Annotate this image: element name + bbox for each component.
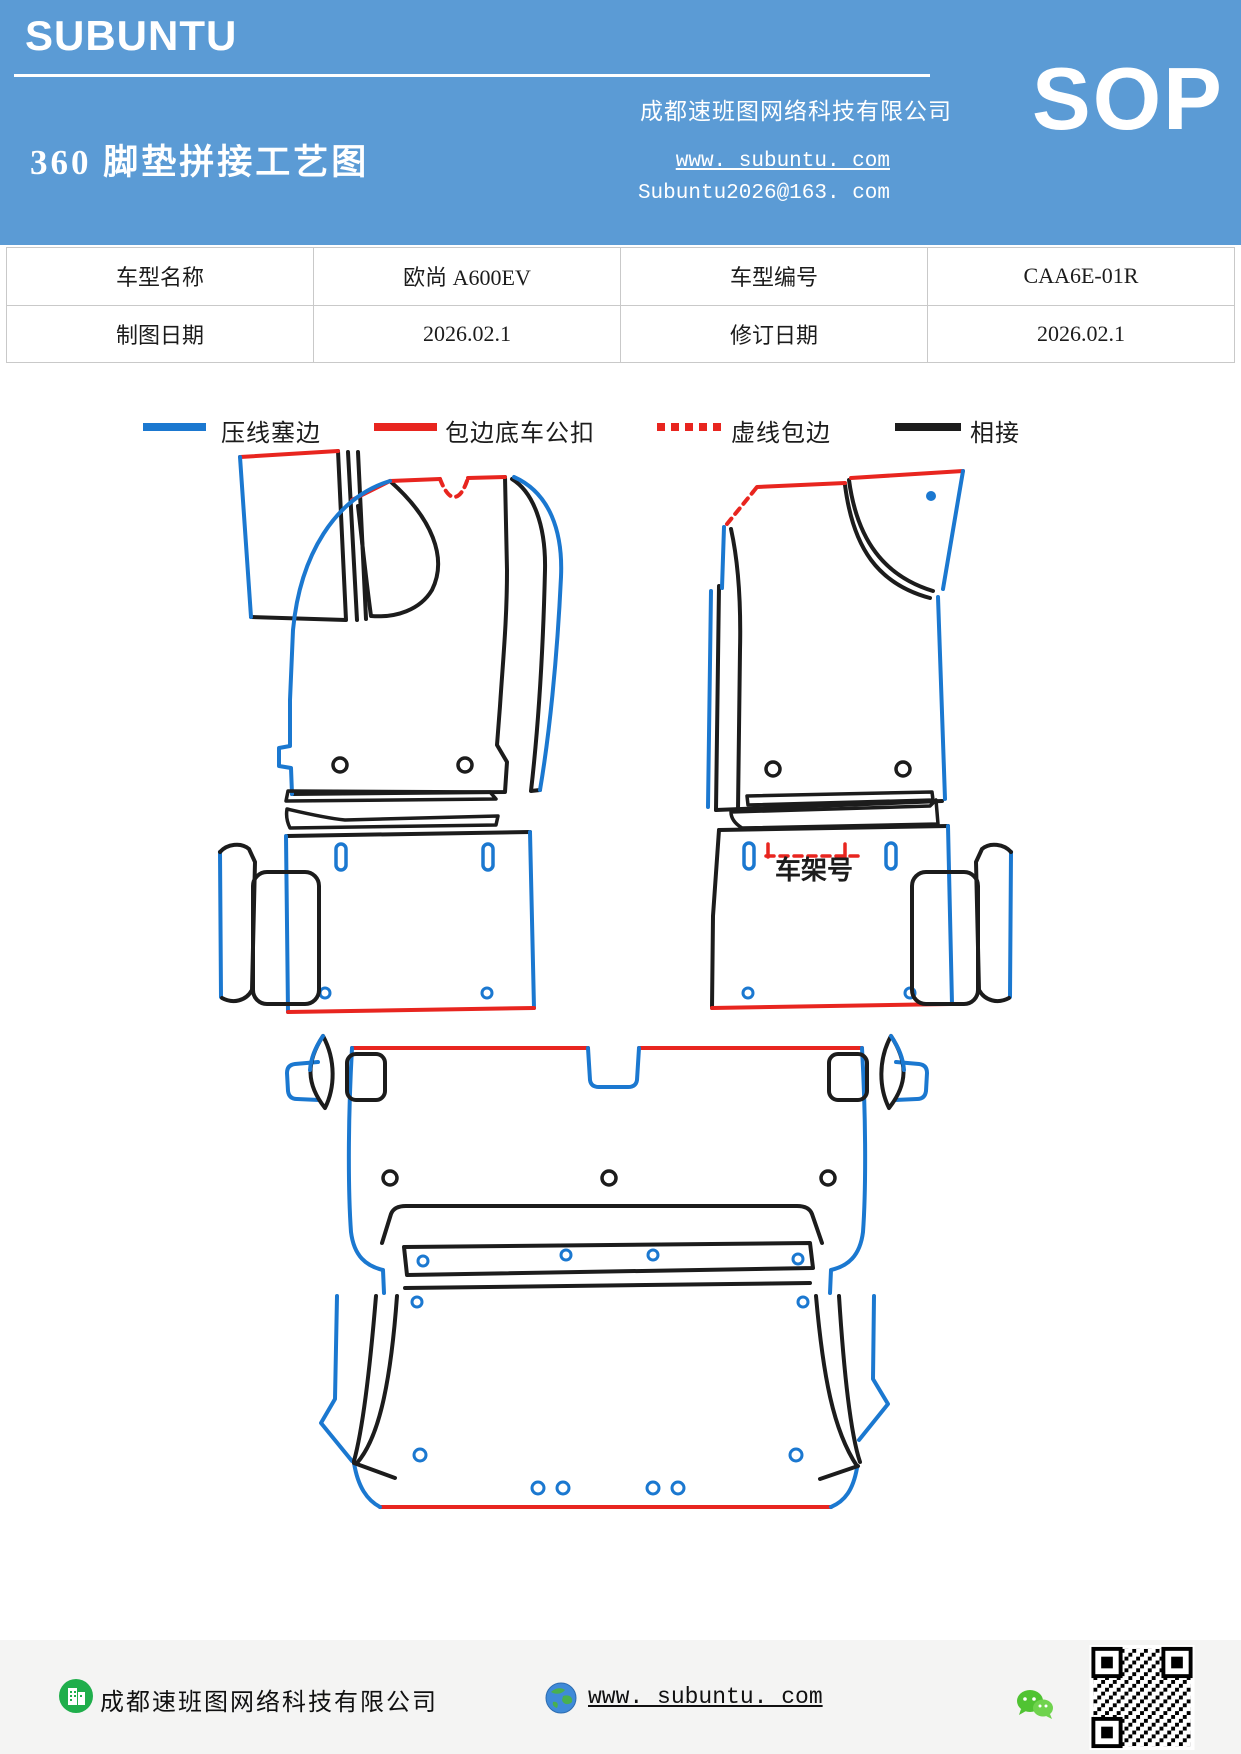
trunk-right-lower-flap xyxy=(814,1294,890,1481)
front-right-strip-pieces xyxy=(729,790,940,830)
revise-date-label: 修订日期 xyxy=(620,304,928,363)
legend-label: 虚线包边 xyxy=(731,421,831,447)
legend-label: 包边底车公扣 xyxy=(445,421,595,447)
rear-left-mat-outline xyxy=(284,830,536,1014)
draw-date-label: 制图日期 xyxy=(6,304,314,363)
vin-window-label: 车架号 xyxy=(775,855,853,885)
building-icon xyxy=(59,1679,93,1713)
footer-website-link[interactable]: www. subuntu. com xyxy=(588,1684,823,1710)
wechat-icon xyxy=(1017,1690,1053,1719)
footer-company-name: 成都速班图网络科技有限公司 xyxy=(100,1690,438,1716)
line-type-legend: 压线塞边 包边底车公扣 虚线包边 相接 xyxy=(0,405,1241,450)
table-row: 制图日期 2026.02.1 修订日期 2026.02.1 xyxy=(6,304,1235,363)
sop-label: SOP xyxy=(1032,49,1224,148)
qr-code xyxy=(1089,1645,1195,1750)
header-divider xyxy=(14,74,930,77)
rear-left-side-flaps xyxy=(218,842,321,1006)
legend-blue-line-swatch xyxy=(143,423,206,431)
legend-red-line-swatch xyxy=(374,423,437,431)
table-row: 车型名称 欧尚 A600EV 车型编号 CAA6E-01R xyxy=(6,247,1235,306)
header-email: Subuntu2026@163. com xyxy=(637,182,890,205)
draw-date-value: 2026.02.1 xyxy=(313,304,621,363)
header-band: SUBUNTU 360 脚垫拼接工艺图 成都速班图网络科技有限公司 www. s… xyxy=(0,0,1241,245)
trunk-left-lower-flap xyxy=(319,1294,399,1480)
front-right-mat-outline xyxy=(706,469,965,812)
trunk-right-wing-pieces xyxy=(827,1034,929,1110)
front-left-strip-pieces xyxy=(284,789,500,830)
model-name-value: 欧尚 A600EV xyxy=(313,247,621,306)
front-left-mat-outline xyxy=(238,449,564,796)
rear-right-side-flaps xyxy=(910,842,1013,1006)
model-code-value: CAA6E-01R xyxy=(927,247,1235,306)
model-code-label: 车型编号 xyxy=(620,247,928,306)
legend-black-line-swatch xyxy=(895,423,961,431)
globe-icon xyxy=(545,1682,577,1714)
vehicle-info-table: 车型名称 欧尚 A600EV 车型编号 CAA6E-01R 制图日期 2026.… xyxy=(6,247,1235,363)
trunk-mat-outline xyxy=(346,1046,868,1509)
revise-date-value: 2026.02.1 xyxy=(927,304,1235,363)
footer-band: 成都速班图网络科技有限公司 www. subuntu. com xyxy=(0,1640,1241,1754)
page-title: 360 脚垫拼接工艺图 xyxy=(30,143,370,182)
brand-logo: SUBUNTU xyxy=(25,12,238,59)
legend-label: 压线塞边 xyxy=(221,421,321,447)
header-website-link[interactable]: www. subuntu. com xyxy=(675,150,890,173)
trunk-left-wing-pieces xyxy=(285,1034,387,1110)
legend-red-dashed-swatch xyxy=(657,423,723,431)
legend-label: 相接 xyxy=(970,421,1020,447)
model-name-label: 车型名称 xyxy=(6,247,314,306)
rear-right-mat-outline: 车架号 xyxy=(710,824,954,1010)
